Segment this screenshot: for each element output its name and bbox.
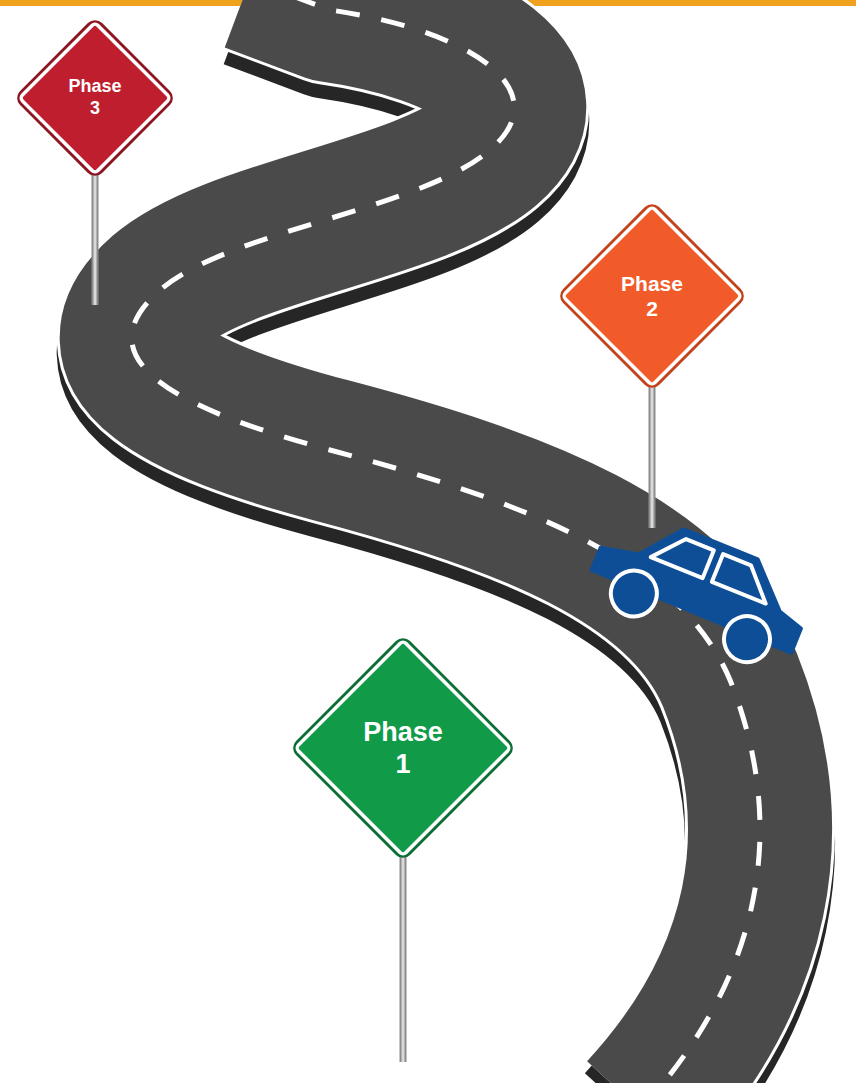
pole (400, 855, 407, 1062)
diamond-layer (560, 204, 744, 388)
phase-sign: Phase 1 (289, 634, 517, 862)
diamond-layer (556, 200, 748, 392)
diamond-layer (298, 643, 508, 853)
phase-label: Phase 1 (358, 716, 447, 781)
diamond-layer (293, 638, 513, 858)
pole (651, 385, 654, 528)
diamond-shape (289, 634, 517, 862)
phase-label: Phase 3 (65, 76, 124, 119)
car-wheel (604, 564, 664, 624)
pole (402, 855, 405, 1062)
pole (92, 175, 99, 305)
diamond-layer (13, 16, 177, 180)
car-body (591, 503, 819, 653)
pole (649, 385, 656, 528)
phase-label: Phase 2 (617, 271, 686, 321)
diamond-layer (17, 20, 173, 176)
diamond-layer (565, 209, 739, 383)
diamond-shape (556, 200, 748, 392)
car (581, 503, 819, 678)
diamond-layer (22, 25, 168, 171)
pole (94, 175, 97, 305)
car-window (651, 529, 714, 578)
car-wheel (717, 609, 777, 669)
diamond-layer (289, 634, 517, 862)
phase-sign: Phase 3 (13, 16, 177, 180)
car-window (712, 554, 777, 604)
phase-sign: Phase 2 (556, 200, 748, 392)
